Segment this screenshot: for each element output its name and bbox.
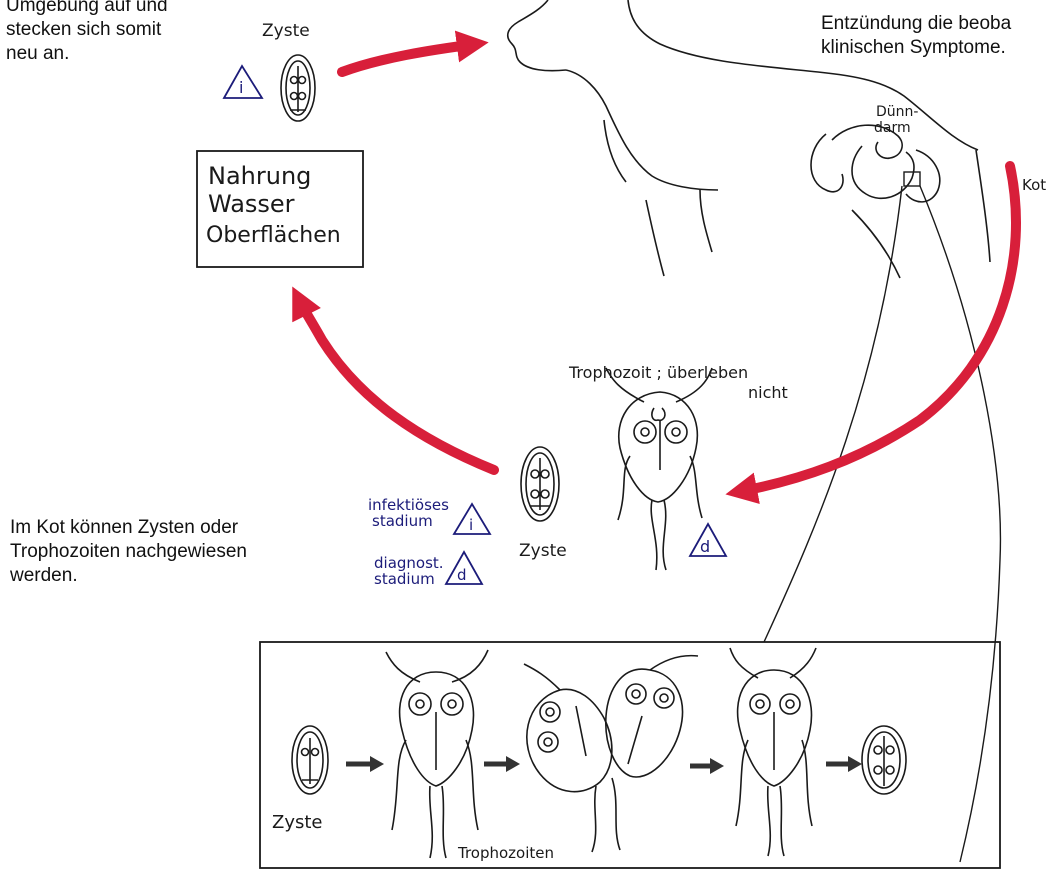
legend-diagnostic-icon: d — [446, 552, 482, 584]
diagnostic-stage-icon: d — [690, 524, 726, 556]
label-nicht: nicht — [748, 383, 788, 402]
svg-text:i: i — [239, 78, 243, 97]
svg-text:d: d — [700, 537, 710, 556]
label-zyste-top: Zyste — [262, 21, 310, 41]
dividing-trophozoite-icon — [524, 656, 698, 852]
cyst-bottom-right-icon — [862, 726, 906, 794]
legend-infectious-2: stadium — [372, 512, 433, 530]
cyst-bottom-left-icon — [292, 726, 328, 794]
trophozoite-bottom-2-icon — [730, 648, 816, 856]
trophozoite-bottom-1-icon — [386, 650, 488, 858]
arrow-3-icon — [690, 758, 724, 774]
svg-text:d: d — [457, 566, 467, 584]
infectious-stage-icon: i — [224, 66, 262, 98]
label-zyste-bottom: Zyste — [272, 812, 323, 833]
label-trophozoiten: Trophozoiten — [457, 844, 554, 862]
label-nahrung: Nahrung — [208, 162, 311, 190]
arrow-1-icon — [346, 756, 384, 772]
arrow-to-environment — [298, 298, 494, 470]
label-wasser: Wasser — [208, 190, 295, 218]
legend-infectious-icon: i — [454, 504, 490, 534]
legend-diagnostic-2: stadium — [374, 570, 435, 588]
arrow-4-icon — [826, 756, 862, 772]
label-trophozoit: Trophozoit ; überleben — [568, 363, 748, 382]
arrow-2-icon — [484, 756, 520, 772]
label-kot: Kot — [1022, 176, 1046, 194]
small-intestine — [811, 125, 940, 202]
cyst-middle-icon — [521, 447, 559, 521]
arrow-to-mouth — [342, 44, 476, 72]
host-body-outline — [508, 0, 990, 278]
label-duenndarm-1: Dünn- — [876, 104, 918, 120]
trophozoite-center-icon — [606, 368, 712, 570]
svg-text:i: i — [469, 516, 473, 534]
label-duenndarm-2: darm — [874, 120, 911, 136]
label-oberflaechen: Oberflächen — [206, 223, 341, 248]
cyst-top-icon — [281, 55, 315, 121]
label-zyste-middle: Zyste — [519, 541, 567, 561]
